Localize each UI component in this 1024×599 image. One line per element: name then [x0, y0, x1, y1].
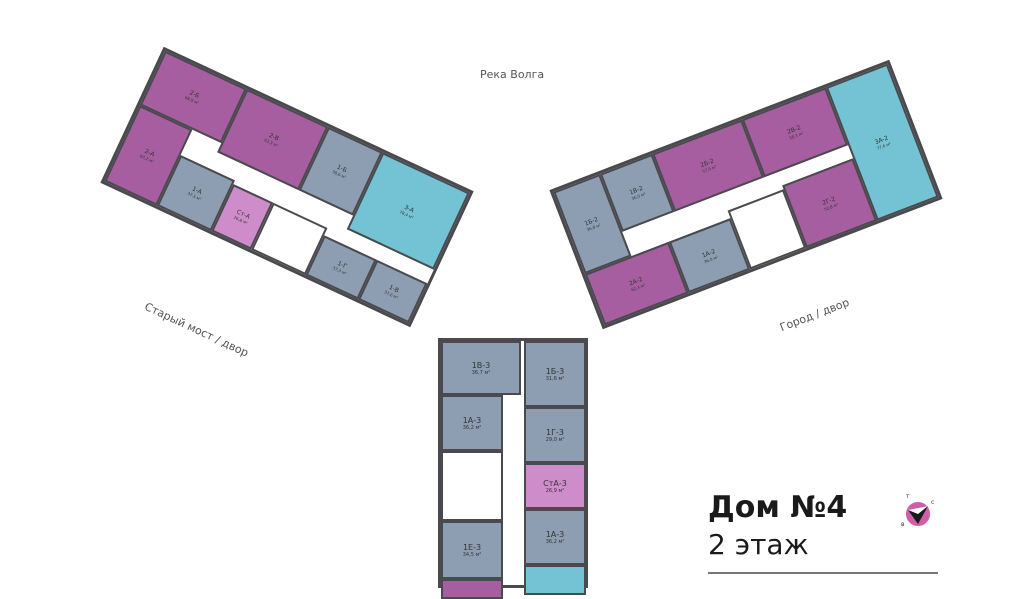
divider	[708, 572, 938, 574]
floor-label: 2 этаж	[708, 528, 809, 561]
svg-text:т: т	[906, 493, 910, 500]
city-label: Город / двор	[778, 295, 852, 335]
unit-name: 1А-3	[462, 415, 482, 425]
svg-text:с: с	[931, 499, 934, 506]
unit-partial-cyan[interactable]	[524, 565, 586, 595]
svg-text:в: в	[901, 521, 905, 528]
unit-area: 26,9 м²	[545, 487, 565, 494]
unit-partial-magenta[interactable]	[441, 579, 503, 599]
river-label: Река Волга	[480, 68, 545, 81]
unit-name: 1Г-3	[546, 427, 564, 437]
unit-name: 1А-3	[545, 529, 565, 539]
old-bridge-label: Старый мост / двор	[142, 300, 251, 360]
unit-area: 36,2 м²	[462, 424, 482, 431]
unit-name: 1Б-3	[545, 366, 565, 376]
unit-area: 34,5 м²	[462, 551, 482, 558]
unit-name: 1Е-3	[462, 542, 482, 552]
unit-area: 36,2 м²	[545, 538, 565, 545]
building-title: Дом №4	[708, 490, 848, 525]
unit-area: 29,0 м²	[545, 436, 565, 443]
unit-name: 1В-3	[471, 360, 491, 370]
stair-core	[441, 451, 503, 521]
unit-area: 31,6 м²	[545, 375, 565, 382]
compass-icon: т с в	[901, 493, 934, 528]
unit-name: СтА-3	[543, 478, 567, 488]
unit-area: 36,7 м²	[471, 369, 491, 376]
